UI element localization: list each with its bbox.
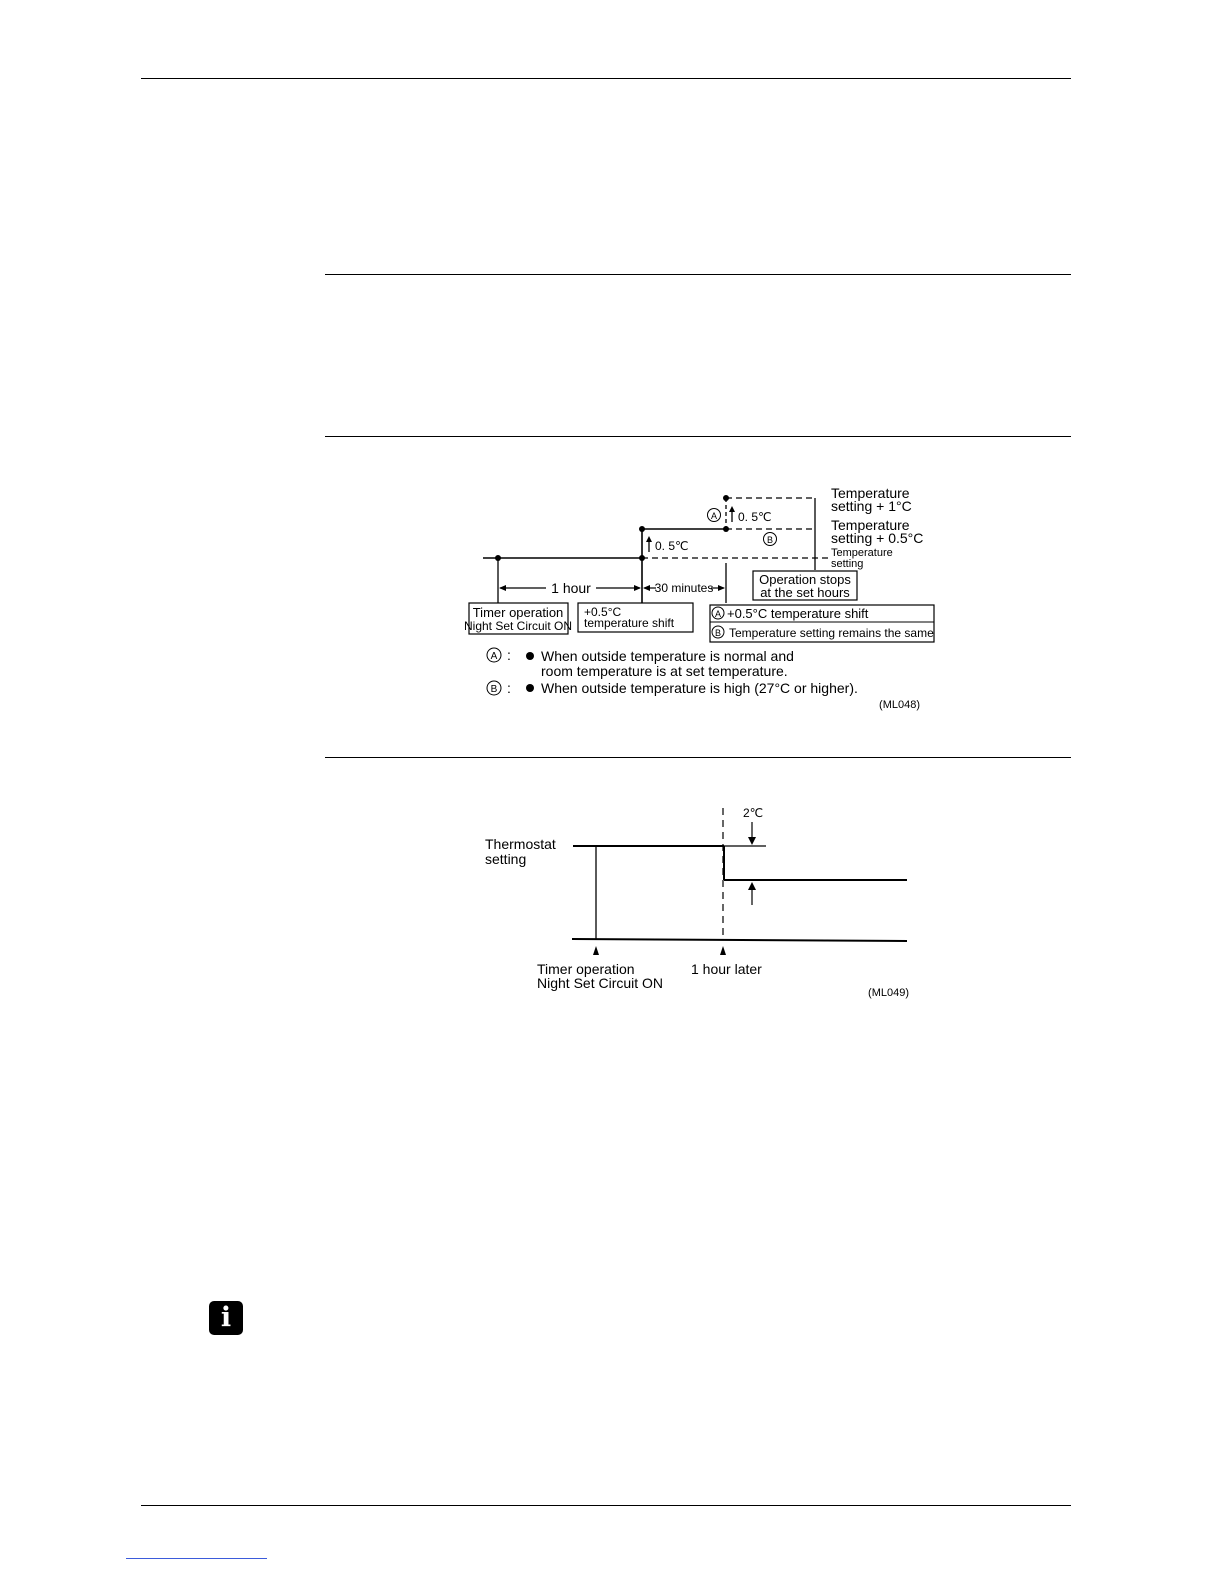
delta-arrow-down-head [748,837,756,845]
marker-a-circle [707,508,721,522]
case-b-circle [711,625,725,639]
timer-operation-line2: Night Set Circuit ON [464,619,572,633]
bottom-rule [141,1505,1071,1506]
case-a-letter: A [715,609,721,619]
timer-operation-box [468,602,569,635]
legend-a-letter: A [491,651,498,662]
case-a-text: +0.5°C temperature shift [727,606,869,621]
thermostat-setting-diagram: Thermostat setting 2℃ Timer operation Ni… [485,806,909,999]
delta-arrow-up-head [748,882,756,890]
operation-stops-box [752,570,858,601]
label-temp-plus-05-line1: Temperature [831,517,910,533]
legend-a-bullet [526,652,534,660]
section-rule-2 [325,436,1071,437]
interval-1-arrow-left [499,585,506,591]
interval-1-arrow-right [634,585,641,591]
thermostat-label-line2: setting [485,851,526,867]
point-half [639,526,645,532]
section-rule-3 [325,757,1071,758]
information-icon: i [209,1301,243,1335]
case-b-letter: B [715,628,721,638]
section-rule-1 [325,274,1071,275]
legend-a-line1: When outside temperature is normal and [541,648,794,664]
figure1-code: (ML048) [879,699,920,711]
legend-b-separator: : [507,680,511,696]
label-temp-plus-1-line1: Temperature [831,485,910,501]
delta-label: 2℃ [743,806,763,820]
rise-arrow-upper-head [729,506,735,512]
one-hour-later-label: 1 hour later [691,961,762,977]
legend-a-circle [486,647,502,663]
point-half-end [723,526,729,532]
interval-2-arrow-left [643,585,650,591]
legend-b-line1: When outside temperature is high (27°C o… [541,680,858,696]
rise-label-lower: 0. 5℃ [655,539,689,553]
label-temp-plus-05-line2: setting + 0.5°C [831,530,923,546]
figure2-code: (ML049) [868,987,909,999]
point-one [723,495,729,501]
one-hour-marker [720,946,726,955]
temperature-shift-diagram: 0. 5℃ 0. 5℃ A B Temperature setting + 1°… [464,485,935,711]
footer-link[interactable] [126,1558,267,1559]
legend-b-circle [486,680,502,696]
timer-operation-line1: Timer operation [473,605,564,620]
legend-b-bullet [526,684,534,692]
top-rule [141,78,1071,79]
interval-2-arrow-right [718,585,725,591]
temperature-shift-line1: +0.5°C [584,605,621,619]
temperature-shift-line2: temperature shift [584,616,675,630]
operation-stops-line1: Operation stops [759,572,851,587]
legend-a-line2: room temperature is at set temperature. [541,663,788,679]
rise-arrow-lower-head [646,536,652,542]
time-axis [571,938,908,942]
point-base [495,555,501,561]
case-b-text: Temperature setting remains the same [729,626,934,640]
label-temp-setting-line2: setting [831,558,863,570]
label-temp-setting-line1: Temperature [831,547,893,559]
rise-label-upper: 0. 5℃ [738,510,772,524]
point-step [639,555,645,561]
timer-marker [593,946,599,955]
label-temp-plus-1-line2: setting + 1°C [831,498,912,514]
legend-a-separator: : [507,647,511,663]
marker-b-circle [763,532,777,546]
case-a-circle [711,606,725,620]
interval-2-label: 30 minutes [655,581,714,595]
temperature-shift-box [577,602,694,633]
legend-b-letter: B [491,684,498,695]
case-box [709,604,935,643]
interval-1-label: 1 hour [551,580,591,596]
timer-label-line2: Night Set Circuit ON [537,975,663,991]
timer-label-line1: Timer operation [537,961,635,977]
operation-stops-line2: at the set hours [760,585,850,600]
marker-a-letter: A [711,511,717,521]
thermostat-label-line1: Thermostat [485,836,556,852]
marker-b-letter: B [767,535,773,545]
